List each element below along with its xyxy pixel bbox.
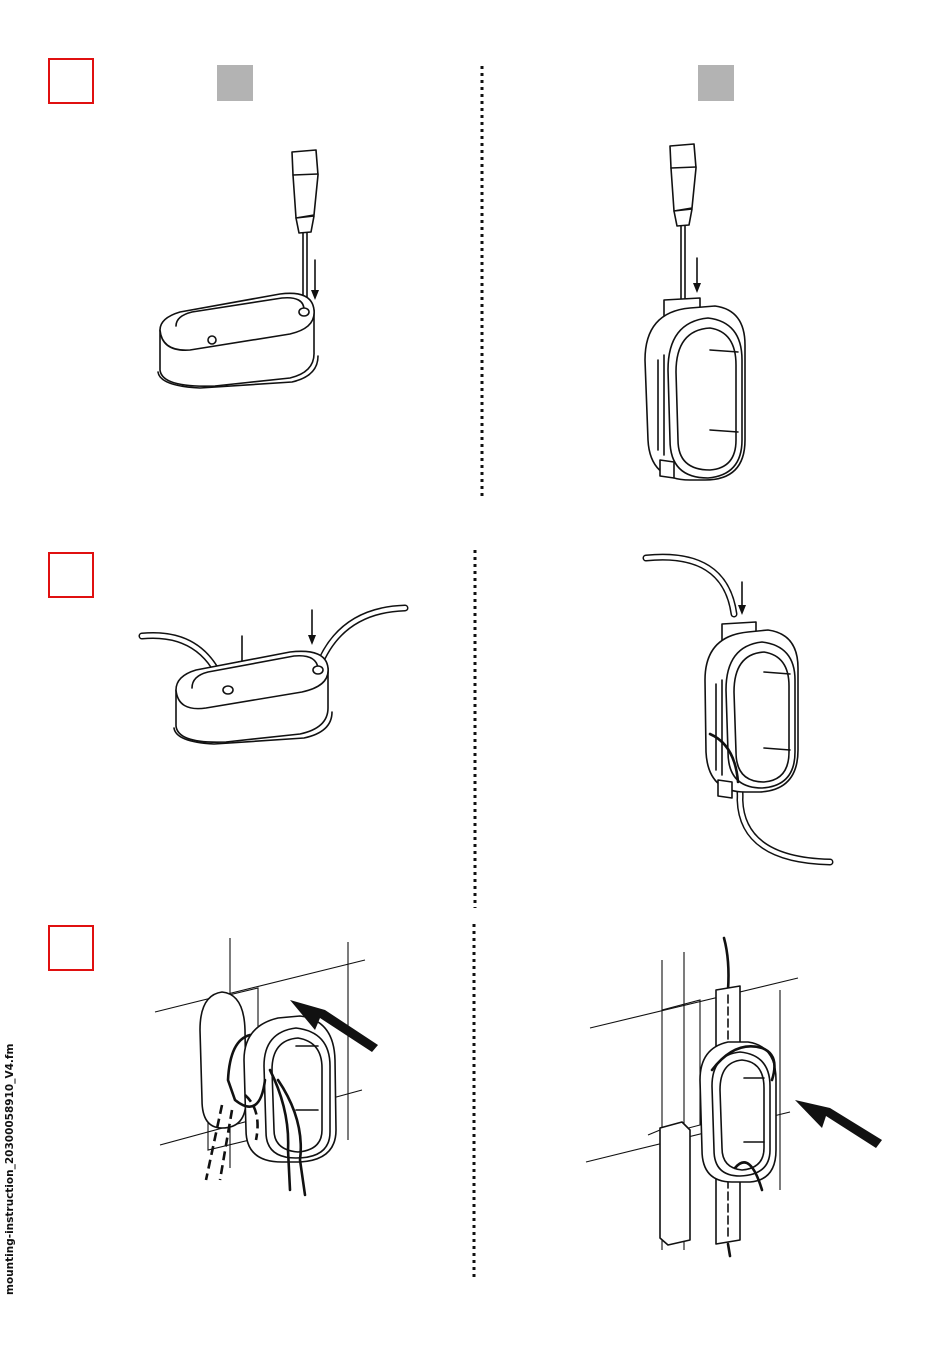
junction-box-icon <box>705 622 798 798</box>
arrow-icon <box>311 260 319 300</box>
screwdriver-icon <box>670 144 696 300</box>
junction-box-icon <box>645 298 745 480</box>
arrow-icon <box>795 1100 882 1148</box>
screwdriver-icon <box>292 150 318 308</box>
junction-box-icon <box>174 651 332 744</box>
junction-box-icon <box>700 1042 776 1190</box>
arrow-icon <box>738 582 746 615</box>
junction-box-icon <box>158 293 318 388</box>
arrow-icon <box>693 258 701 293</box>
